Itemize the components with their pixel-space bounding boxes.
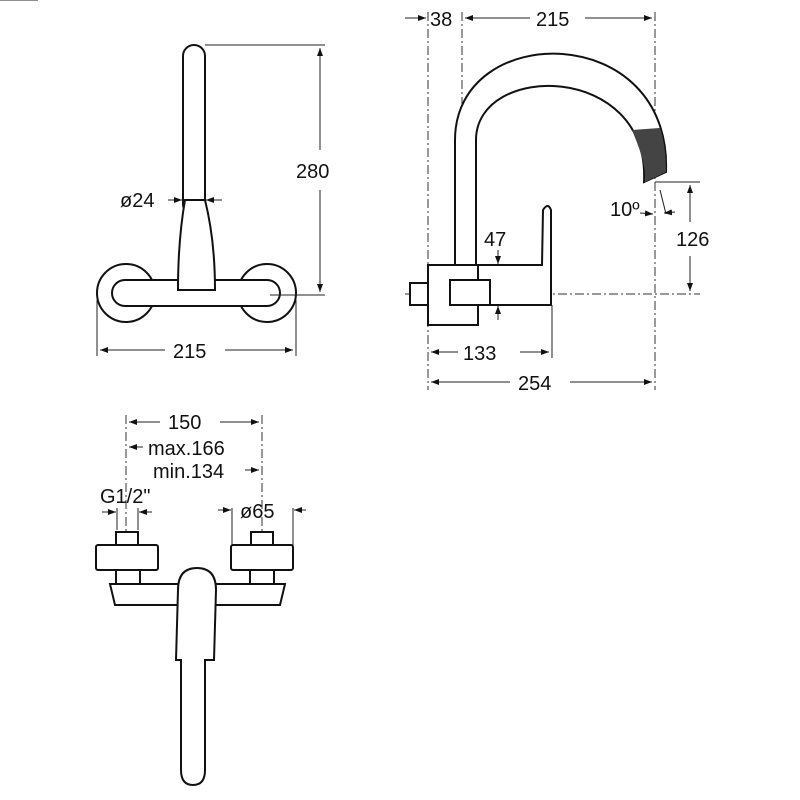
dim-offset: 38: [430, 9, 452, 31]
spout-tube: [182, 44, 206, 216]
right-flange: [230, 544, 294, 571]
lever-handle: [176, 199, 217, 291]
dim-outlet-height: 126: [676, 229, 709, 251]
bottom-view: 150 max.166 min.134 G1/2" ø65: [95, 412, 306, 787]
dim-body-height: 47: [484, 229, 506, 251]
dim-angle: 10º: [610, 199, 640, 221]
dim-diameter: ø24: [120, 190, 154, 212]
dim-thread: G1/2": [100, 486, 150, 508]
right-inlet-thread: [250, 531, 274, 547]
spout-arc: [454, 52, 668, 269]
dim-body-depth: 133: [463, 343, 496, 365]
dim-min: min.134: [153, 461, 224, 483]
dim-flange: ø65: [240, 501, 274, 523]
spout-bottom: [174, 566, 218, 787]
left-flange: [95, 544, 159, 571]
lever: [477, 205, 552, 306]
dim-max: max.166: [148, 438, 225, 460]
inlet-nut: [409, 282, 429, 306]
dim-height: 280: [296, 161, 329, 183]
dim-reach: 215: [536, 9, 569, 31]
spout-tip: [632, 128, 666, 182]
left-inlet-thread: [115, 531, 139, 547]
valve-nut: [449, 279, 491, 306]
dim-centers: 150: [168, 412, 201, 434]
front-view: 280 ø24 215: [96, 44, 329, 363]
dim-width: 215: [173, 341, 206, 363]
dim-total-depth: 254: [518, 373, 551, 395]
side-view: 38 215 126 10º 47 133 254: [0, 0, 709, 395]
